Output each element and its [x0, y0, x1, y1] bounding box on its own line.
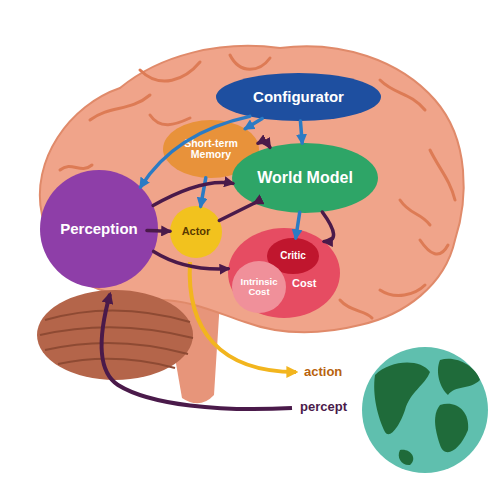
cerebrum: [40, 46, 464, 332]
flow-arrow: [219, 202, 256, 220]
cost-group-circle: Cost CriticIntrinsic Cost: [228, 228, 340, 318]
configurator-ellipse: Configurator: [216, 73, 381, 121]
intrinsic-cost-circle: Intrinsic Cost: [232, 261, 286, 313]
node-fill: [170, 206, 222, 258]
node-fill: [232, 261, 286, 313]
world-model-ellipse: World Model: [232, 143, 378, 213]
node-fill: [40, 170, 158, 288]
node-text: Critic: [278, 251, 308, 262]
node-text: Intrinsic Cost: [232, 277, 286, 297]
action-label: action: [304, 364, 342, 379]
flow-arrow: [153, 182, 233, 205]
flow-arrow: [300, 121, 302, 143]
flow-arrow: [245, 119, 262, 129]
globe-continents: [374, 359, 480, 465]
earth-globe: [362, 347, 488, 473]
node-text: Short-term Memory: [163, 138, 259, 160]
perception-circle: Perception: [40, 170, 158, 288]
flow-arrow: [201, 178, 206, 207]
node-fill: [232, 143, 378, 213]
actor-circle: Actor: [170, 206, 222, 258]
node-text: Actor: [180, 226, 213, 238]
node-text: World Model: [255, 170, 355, 187]
flow-arrow: [258, 142, 270, 147]
node-fill: [228, 228, 340, 318]
node-text: Cost: [290, 278, 318, 290]
cerebellum: [37, 290, 193, 380]
node-text: Perception: [58, 221, 140, 237]
node-fill: [216, 73, 381, 121]
percept-label: percept: [300, 399, 347, 414]
node-text: Configurator: [251, 89, 346, 105]
cerebellum-folds: [40, 310, 193, 368]
flow-arrow: [322, 212, 333, 242]
